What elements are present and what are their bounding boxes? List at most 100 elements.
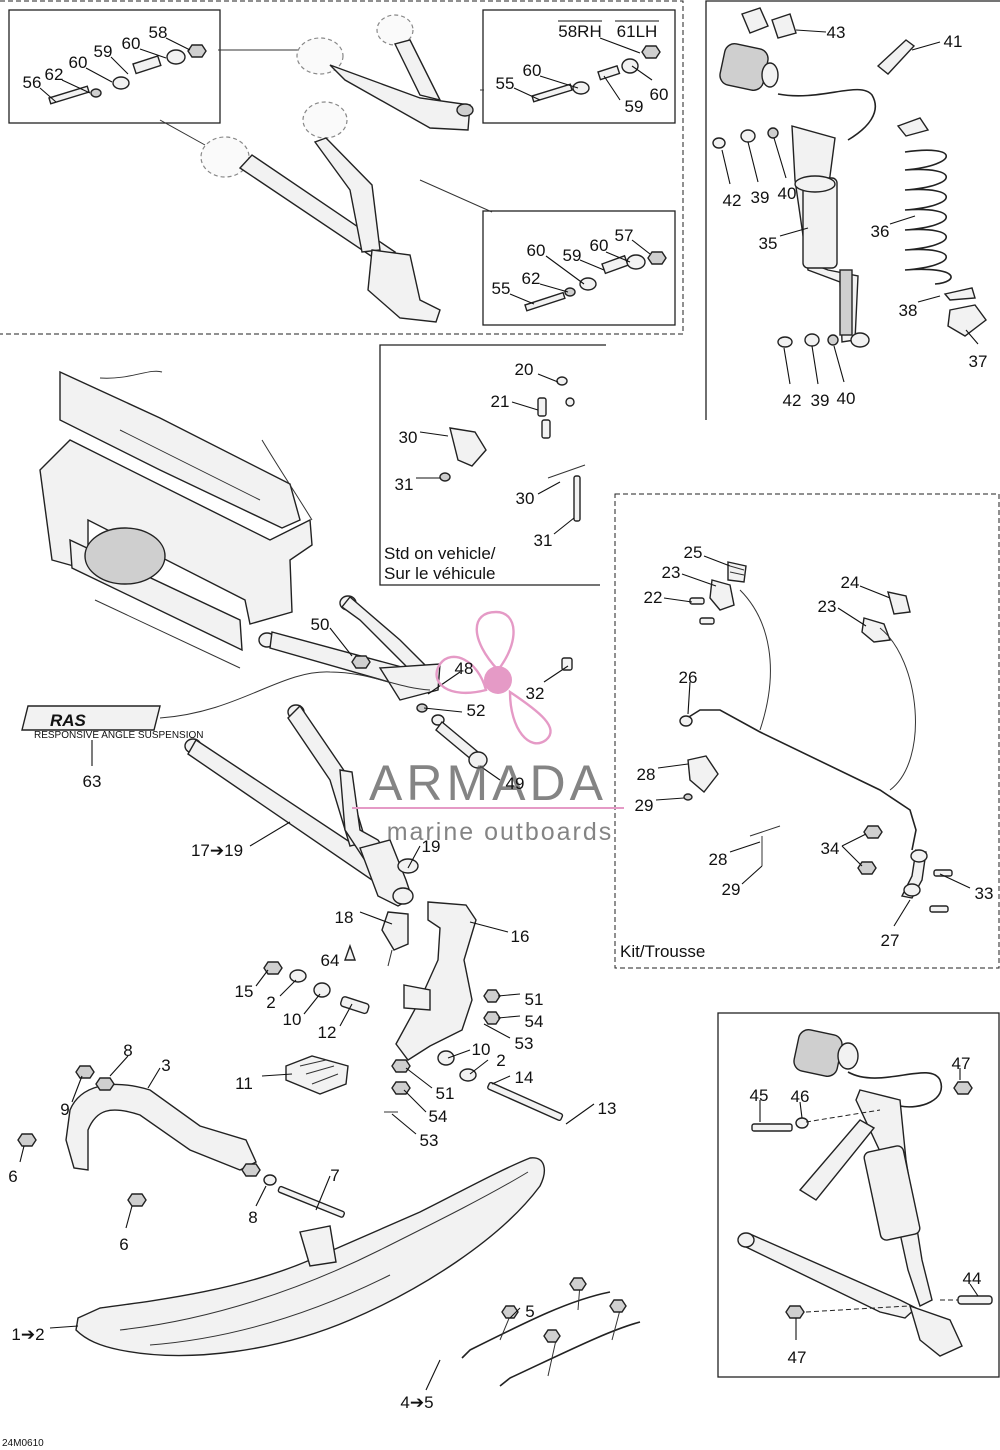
callout-24: 24	[841, 573, 860, 592]
callout-61LH: 61LH	[617, 22, 658, 41]
callout-37: 37	[969, 352, 988, 371]
callout-30: 30	[516, 489, 535, 508]
propeller-blade-top	[475, 610, 515, 672]
callout-30: 30	[399, 428, 418, 447]
callout-25: 25	[684, 543, 703, 562]
callout-51: 51	[436, 1084, 455, 1103]
callout-23: 23	[662, 563, 681, 582]
callout-1-2: 1➔2	[11, 1325, 44, 1344]
chassis-frame	[39, 370, 313, 669]
std-box-line2: Sur le véhicule	[384, 564, 496, 583]
hardware-inset-lower	[524, 251, 667, 312]
callout-14: 14	[515, 1068, 534, 1087]
callout-2: 2	[496, 1051, 505, 1070]
callout-4-5: 4➔5	[400, 1393, 433, 1412]
callout-26: 26	[679, 668, 698, 687]
installed-view	[737, 1029, 993, 1357]
callout-64: 64	[321, 951, 340, 970]
callout-12: 12	[318, 1023, 337, 1042]
callout-48: 48	[455, 659, 474, 678]
callout-15: 15	[235, 982, 254, 1001]
callout-10: 10	[472, 1040, 491, 1059]
main-upper-a-arm	[258, 595, 573, 769]
callout-28: 28	[637, 765, 656, 784]
callout-27: 27	[881, 931, 900, 950]
callout-33: 33	[975, 884, 994, 903]
propeller-blade-left	[435, 655, 488, 695]
callout-34: 34	[821, 839, 840, 858]
propeller-logo	[435, 610, 552, 745]
leader-lines	[19, 29, 979, 1391]
callout-47: 47	[952, 1054, 971, 1073]
callout-51: 51	[525, 990, 544, 1009]
callout-42: 42	[783, 391, 802, 410]
ras-logo: RAS RESPONSIVE ANGLE SUSPENSION	[21, 671, 431, 741]
kit-box-label: Kit/Trousse	[620, 942, 705, 961]
spindle-hardware	[263, 943, 564, 1121]
shock-absorber	[712, 7, 987, 348]
callout-54: 54	[525, 1012, 544, 1031]
callout-31: 31	[395, 475, 414, 494]
callout-2: 2	[266, 993, 275, 1012]
propeller-blade-right	[508, 689, 552, 745]
callout-56: 56	[23, 73, 42, 92]
callout-38: 38	[899, 301, 918, 320]
callout-58RH: 58RH	[558, 22, 601, 41]
callout-17-19: 17➔19	[191, 841, 243, 860]
callout-9: 9	[60, 1100, 69, 1119]
callout-59: 59	[563, 246, 582, 265]
callout-60: 60	[122, 34, 141, 53]
callout-60: 60	[590, 236, 609, 255]
callout-40: 40	[778, 184, 797, 203]
watermark-brand: ARMADA	[369, 755, 607, 811]
hardware-inset-left	[48, 44, 207, 105]
callout-55: 55	[492, 279, 511, 298]
callout-8: 8	[123, 1041, 132, 1060]
callout-39: 39	[811, 391, 830, 410]
propeller-hub	[484, 666, 512, 694]
callout-58: 58	[149, 23, 168, 42]
callout-52: 52	[467, 701, 486, 720]
callout-53: 53	[515, 1034, 534, 1053]
std-hardware	[439, 376, 586, 522]
callout-62: 62	[45, 65, 64, 84]
callout-13: 13	[598, 1099, 617, 1118]
callout-39: 39	[751, 188, 770, 207]
callout-5: 5	[525, 1302, 534, 1321]
callout-10: 10	[283, 1010, 302, 1029]
callout-29: 29	[722, 880, 741, 899]
ski-runners	[461, 1277, 641, 1387]
callout-19: 19	[422, 837, 441, 856]
callout-55: 55	[496, 74, 515, 93]
callout-20: 20	[515, 360, 534, 379]
callout-42: 42	[723, 191, 742, 210]
callout-6: 6	[119, 1235, 128, 1254]
upper-a-arm-assembly	[218, 14, 484, 131]
callout-29: 29	[635, 796, 654, 815]
ski-spindle	[381, 901, 501, 1113]
figure-code: 24M0610	[2, 1438, 44, 1449]
lower-a-arm-assembly	[159, 101, 493, 323]
callout-3: 3	[161, 1056, 170, 1075]
callout-46: 46	[791, 1087, 810, 1106]
callout-63: 63	[83, 772, 102, 791]
callout-32: 32	[526, 684, 545, 703]
callout-57: 57	[615, 226, 634, 245]
watermark-tagline: marine outboards	[387, 818, 614, 846]
callout-21: 21	[491, 392, 510, 411]
callout-31: 31	[534, 531, 553, 550]
armada-watermark: ARMADA marine outboards	[352, 610, 624, 846]
main-lower-a-arm	[184, 704, 419, 907]
ras-logo-text: RAS	[50, 711, 87, 730]
callout-23: 23	[818, 597, 837, 616]
sway-bar-kit	[679, 561, 953, 913]
callout-43: 43	[827, 23, 846, 42]
ras-logo-subtitle: RESPONSIVE ANGLE SUSPENSION	[34, 730, 204, 741]
callout-60: 60	[527, 241, 546, 260]
callout-11: 11	[235, 1074, 253, 1093]
callout-50: 50	[311, 615, 330, 634]
frame-boxes	[0, 0, 1000, 1378]
callout-22: 22	[644, 588, 663, 607]
